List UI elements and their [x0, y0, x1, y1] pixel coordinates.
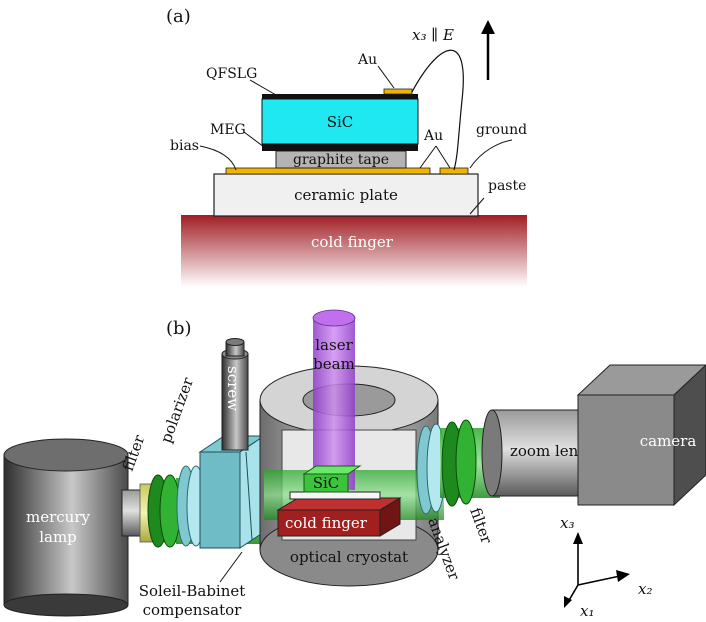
graphite-tape-label: graphite tape [293, 152, 389, 168]
filter-left-label: filter [119, 432, 149, 474]
ceramic-plate-label: ceramic plate [294, 186, 398, 204]
cryostat-label: optical cryostat [290, 548, 408, 566]
cold-finger-label-b: cold finger [285, 514, 368, 532]
field-label: x₃ ∥ E [412, 26, 454, 44]
camera-label: camera [640, 432, 697, 450]
zoom-lens-label: zoom lens [510, 442, 586, 460]
meg-label: MEG [210, 122, 246, 138]
sic-sample-b [302, 465, 362, 493]
filter-left [147, 474, 181, 548]
filter-right [441, 419, 477, 507]
coordinate-axes [564, 532, 630, 608]
panel-b-tag: (b) [166, 318, 192, 339]
laser-beam [312, 309, 356, 490]
cold-finger-block-b [276, 497, 402, 537]
axis-x3-label: x₃ [560, 514, 574, 532]
panel-b: (b) mercury lamp filter polarizer [3, 309, 706, 620]
laser-label-2: beam [313, 355, 355, 373]
ground-label: ground [476, 122, 527, 138]
mercury-label-1: mercury [26, 508, 91, 526]
sic-label-a: SiC [327, 113, 354, 131]
axis-x2-label: x₂ [638, 580, 652, 598]
bias-label: bias [170, 138, 199, 154]
au-right-label: Au [423, 128, 443, 144]
mercury-label-2: lamp [39, 528, 77, 546]
ceramic-plate [213, 173, 479, 217]
screw [221, 338, 249, 451]
sb-label-2: compensator [143, 601, 242, 619]
cold-finger-label: cold finger [311, 233, 394, 251]
panel-a-tag: (a) [166, 6, 191, 27]
sb-label-1: Soleil-Babinet [139, 582, 246, 600]
au-bottom-contact [225, 167, 431, 175]
laser-label-1: laser [315, 336, 353, 354]
plate-b [289, 491, 381, 500]
top-wire [411, 49, 464, 171]
panel-a: (a) x₃ ∥ E cold finger ceramic plate gra… [166, 6, 527, 287]
mercury-lamp [3, 438, 129, 617]
cold-finger-block [181, 215, 527, 287]
sic-label-b: SiC [313, 474, 340, 492]
polarizer-label: polarizer [157, 374, 198, 445]
au-top-contact [383, 88, 413, 95]
screw-label: screw [224, 366, 242, 411]
meg-layer [262, 144, 418, 151]
soleil-babinet-compensator [198, 435, 266, 549]
ground-wire [469, 139, 513, 169]
paste-label: paste [488, 178, 526, 194]
field-arrow [481, 20, 495, 80]
filter-right-label: filter [466, 505, 496, 547]
bias-wire [199, 145, 237, 171]
qfslg-label: QFSLG [206, 66, 257, 82]
qfslg-layer [262, 94, 418, 99]
camera [576, 364, 706, 507]
axis-x1-label: x₁ [580, 602, 594, 620]
au-top-label: Au [357, 52, 377, 68]
